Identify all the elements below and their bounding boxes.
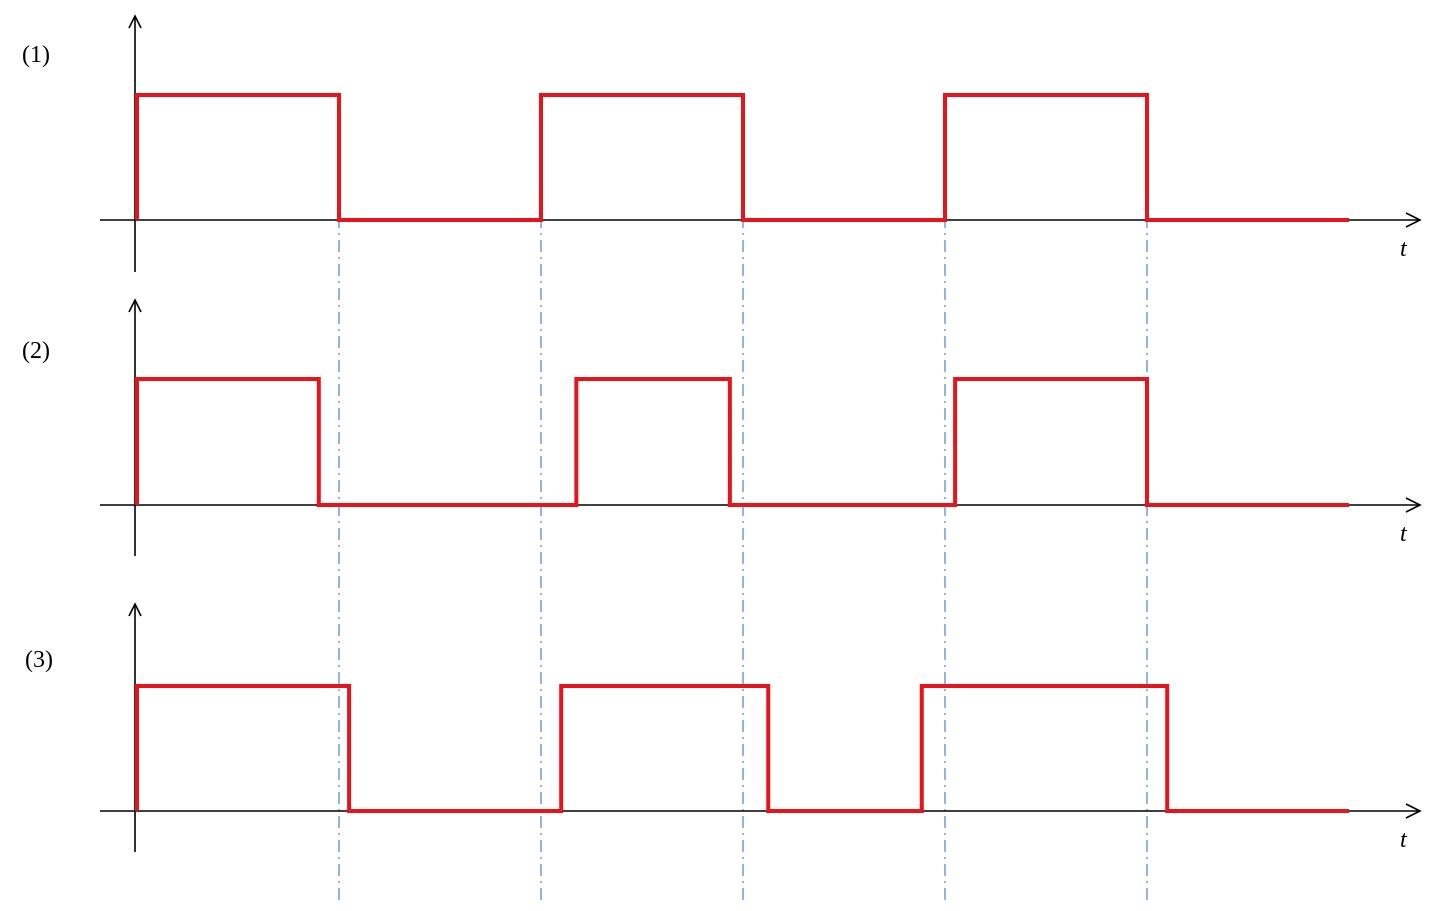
guide-lines [338,96,1148,905]
signal-trace [135,377,1349,507]
signal-waveform-3 [135,684,1349,813]
signal-trace [135,93,1349,222]
panel-2: (2) t [22,298,1422,556]
signal-trace [135,684,1349,813]
time-axis-label: t [1400,827,1408,853]
panel-1: (1) t [22,14,1422,272]
time-axis-label: t [1400,521,1408,547]
x-axis-arrowhead [1405,212,1422,228]
y-axis-arrowhead [128,14,142,29]
panel-label: (2) [22,338,50,364]
signal-waveform-1 [135,93,1349,222]
time-axis-label: t [1400,236,1408,262]
y-axis-arrowhead [128,602,142,617]
y-axis-arrowhead [128,298,142,313]
x-axis-arrowhead [1405,803,1422,819]
panel-label: (1) [22,42,50,68]
signal-waveform-2 [135,377,1349,507]
panel-3: (3) t [25,602,1422,853]
x-axis-arrowhead [1405,497,1422,513]
panel-label: (3) [25,647,53,673]
